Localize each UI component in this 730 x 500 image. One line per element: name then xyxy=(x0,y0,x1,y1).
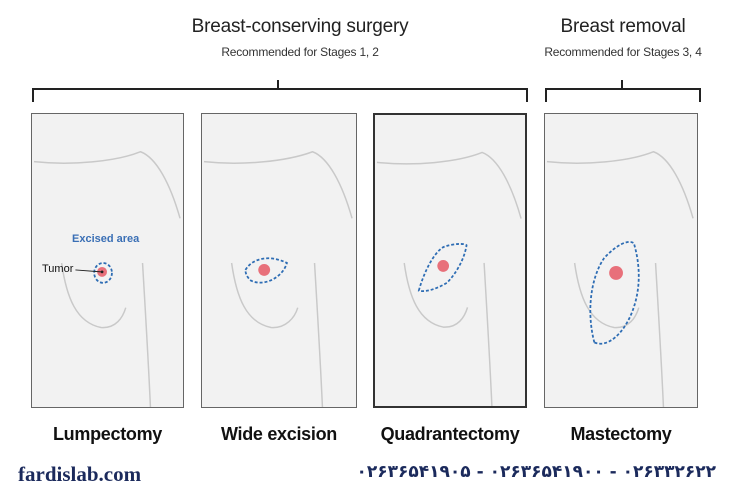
mastectomy-label: Mastectomy xyxy=(570,424,672,444)
lumpectomy-panel xyxy=(31,113,184,408)
breast-outline xyxy=(60,262,127,329)
tumor-center-dot xyxy=(100,270,104,274)
excision-outline xyxy=(417,243,468,292)
wide-excision-label: Wide excision xyxy=(221,424,337,444)
body-outline xyxy=(546,150,694,219)
body-outline xyxy=(203,150,353,219)
tumor-label: Tumor xyxy=(42,263,74,275)
conserving-bracket-tick xyxy=(277,80,279,88)
body-outline xyxy=(376,151,522,219)
conserving-subtitle: Recommended for Stages 1, 2 xyxy=(221,45,379,59)
removal-subtitle: Recommended for Stages 3, 4 xyxy=(544,45,702,59)
mastectomy-panel xyxy=(544,113,698,408)
tumor-mark xyxy=(437,260,450,272)
arm-outline xyxy=(313,262,324,407)
removal-bracket-tick xyxy=(621,80,623,88)
lumpectomy-illustration xyxy=(33,150,181,407)
breast-outline xyxy=(573,262,640,329)
excised-area-label: Excised area xyxy=(72,233,140,245)
excision-outline xyxy=(93,262,113,284)
tumor-mark xyxy=(609,265,623,280)
mastectomy-illustration xyxy=(546,150,694,407)
excision-outline xyxy=(589,241,640,345)
tumor-mark xyxy=(258,263,271,276)
conserving-title: Breast-conserving surgery xyxy=(191,16,409,37)
wide-excision-panel xyxy=(201,113,357,408)
removal-group-heading: Breast removal Recommended for Stages 3,… xyxy=(528,16,718,60)
breast-outline xyxy=(403,262,469,328)
lumpectomy-label: Lumpectomy xyxy=(52,424,163,444)
conserving-group-heading: Breast-conserving surgery Recommended fo… xyxy=(150,16,450,60)
quadrantectomy-illustration xyxy=(376,151,522,406)
removal-bracket xyxy=(545,88,701,102)
arm-outline xyxy=(141,262,152,407)
phone-numbers: ۰۲۶۳۶۵۴۱۹۰۵ - ۰۲۶۳۶۵۴۱۹۰۰ - ۰۲۶۳۳۲۶۲۲ xyxy=(356,462,716,482)
breast-outline xyxy=(230,262,299,329)
conserving-bracket xyxy=(32,88,528,102)
wide-excision-illustration xyxy=(203,150,353,407)
arm-outline xyxy=(483,262,493,406)
body-outline xyxy=(33,150,181,219)
tumor-pointer-line xyxy=(75,269,102,273)
arm-outline xyxy=(654,262,665,407)
removal-title: Breast removal xyxy=(560,16,686,37)
brand-watermark: fardislab.com xyxy=(18,462,142,486)
quadrantectomy-panel xyxy=(373,113,527,408)
excision-outline xyxy=(244,257,288,284)
quadrantectomy-label: Quadrantectomy xyxy=(380,424,520,444)
